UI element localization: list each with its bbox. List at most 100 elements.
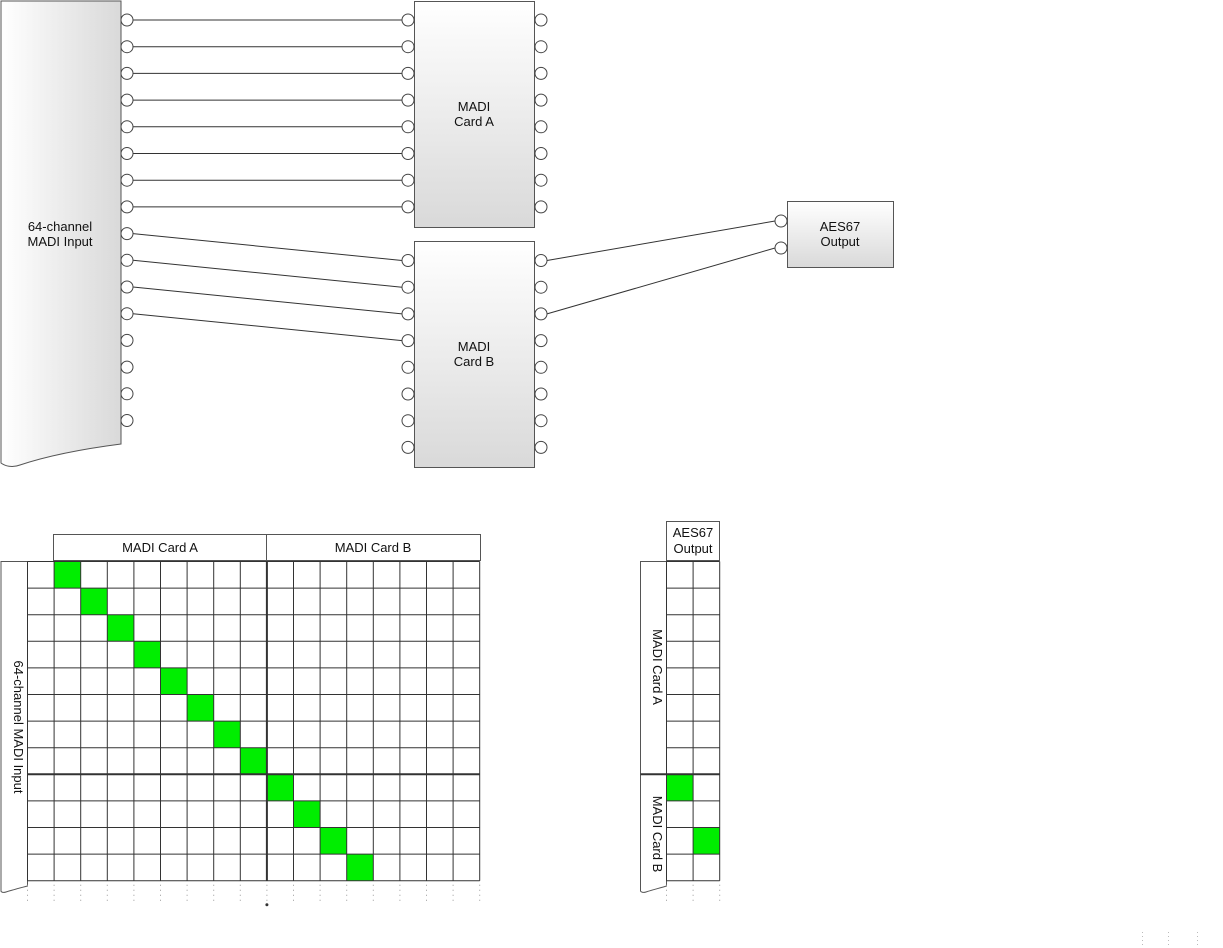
madi-card-a-label-line1: MADI <box>458 99 491 114</box>
madi-card-b-label-line1: MADI <box>458 339 491 354</box>
madi-input-port-13[interactable] <box>120 333 134 347</box>
madi-input-port-1[interactable] <box>120 13 134 27</box>
madi-input-port-3[interactable] <box>120 66 134 80</box>
madi-input-port-4[interactable] <box>120 93 134 107</box>
madi-input-port-8[interactable] <box>120 200 134 214</box>
madi-input-port-16[interactable] <box>120 414 134 427</box>
active-route-cell[interactable] <box>107 614 134 642</box>
output-matrix-grid <box>640 561 721 903</box>
scroll-continuation-marks <box>1142 932 1198 946</box>
madi-card-b-label-line2: Card B <box>454 354 494 369</box>
wire-input-9-to-card-b-1 <box>132 233 403 261</box>
madi-input-port-2[interactable] <box>120 40 134 54</box>
card-b-output-port-2[interactable] <box>534 280 548 294</box>
connection-wires <box>132 19 776 342</box>
ports <box>120 13 788 454</box>
wire-input-10-to-card-b-2 <box>132 259 403 288</box>
card-b-output-port-4[interactable] <box>534 334 548 348</box>
card-a-input-port-5[interactable] <box>401 120 415 134</box>
wire-input-12-to-card-b-4 <box>132 313 403 342</box>
card-b-input-port-2[interactable] <box>401 280 415 294</box>
active-output-route-cell[interactable] <box>693 827 720 855</box>
aes67-output-port-2[interactable] <box>774 241 788 255</box>
output-routing-matrix: AES67 Output MADI Card A MADI Card B <box>640 521 721 903</box>
active-route-cell[interactable] <box>320 827 347 855</box>
aes67-output-port-1[interactable] <box>774 214 788 228</box>
active-route-cell[interactable] <box>80 588 108 615</box>
card-b-input-port-7[interactable] <box>401 414 415 428</box>
madi-card-a-label-line2: Card A <box>454 114 494 129</box>
madi-input-label-line1: 64-channel <box>28 219 92 234</box>
madi-card-a-body <box>414 1 535 228</box>
card-b-output-port-7[interactable] <box>534 414 548 428</box>
header-aes67-output <box>666 521 720 561</box>
madi-input-label-line2: MADI Input <box>27 234 92 249</box>
card-a-input-port-1[interactable] <box>401 13 415 27</box>
madi-card-b-block[interactable]: MADI Card B <box>414 241 535 468</box>
madi-input-port-10[interactable] <box>120 253 134 267</box>
header-aes67-output-line2: Output <box>673 541 712 556</box>
madi-card-b-body <box>414 241 535 468</box>
card-b-output-port-3[interactable] <box>534 307 548 321</box>
divider-end-dot <box>265 903 269 907</box>
card-a-output-port-5[interactable] <box>534 120 548 134</box>
madi-input-port-7[interactable] <box>120 173 134 187</box>
card-a-output-port-6[interactable] <box>534 147 548 160</box>
card-a-input-port-8[interactable] <box>401 200 415 214</box>
row-header-madi-input-label: 64-channel MADI Input <box>11 661 26 794</box>
card-b-output-port-5[interactable] <box>534 360 548 374</box>
card-b-input-port-4[interactable] <box>401 334 415 348</box>
madi-input-port-14[interactable] <box>120 360 134 374</box>
card-a-input-port-2[interactable] <box>401 40 415 54</box>
card-a-output-port-4[interactable] <box>534 93 548 107</box>
card-b-output-port-8[interactable] <box>534 440 548 454</box>
aes67-output-label-line1: AES67 <box>820 219 860 234</box>
card-b-input-port-5[interactable] <box>401 360 415 374</box>
row-header-madi-card-b-label: MADI Card B <box>650 796 665 873</box>
active-route-cell[interactable] <box>187 694 214 722</box>
active-route-cell[interactable] <box>266 774 294 801</box>
active-output-route-cell[interactable] <box>666 774 694 801</box>
card-b-input-port-8[interactable] <box>401 440 415 454</box>
active-route-cell[interactable] <box>346 854 374 881</box>
active-route-cell[interactable] <box>54 561 81 589</box>
card-b-output-port-1[interactable] <box>534 254 548 267</box>
row-header-madi-card-b <box>640 773 667 893</box>
header-madi-card-a-label: MADI Card A <box>122 540 198 555</box>
card-a-input-port-7[interactable] <box>401 173 415 187</box>
card-a-input-port-6[interactable] <box>401 147 415 160</box>
card-a-input-port-4[interactable] <box>401 93 415 107</box>
main-matrix-grid <box>27 561 481 907</box>
madi-input-port-5[interactable] <box>120 120 134 134</box>
card-b-input-port-3[interactable] <box>401 307 415 321</box>
active-route-cell[interactable] <box>240 747 267 775</box>
aes67-output-label-line2: Output <box>820 234 859 249</box>
row-header-madi-input <box>0 561 28 893</box>
active-route-cell[interactable] <box>213 721 241 748</box>
aes67-output-block[interactable]: AES67 Output <box>787 201 894 268</box>
active-route-cell[interactable] <box>293 800 321 828</box>
card-a-output-port-1[interactable] <box>534 13 548 27</box>
madi-input-port-12[interactable] <box>120 307 134 321</box>
madi-input-port-6[interactable] <box>120 147 134 160</box>
card-b-input-port-6[interactable] <box>401 387 415 401</box>
madi-input-port-11[interactable] <box>120 280 134 294</box>
active-route-cell[interactable] <box>133 641 161 668</box>
active-route-cell[interactable] <box>160 667 188 695</box>
madi-input-body <box>0 0 122 467</box>
aes67-output-body <box>787 201 894 268</box>
block-diagram: 64-channel MADI Input MADI Card A MADI C… <box>0 0 894 468</box>
madi-input-port-15[interactable] <box>120 387 134 401</box>
card-a-output-port-2[interactable] <box>534 40 548 54</box>
madi-card-a-block[interactable]: MADI Card A <box>414 1 535 228</box>
wire-input-11-to-card-b-3 <box>132 286 403 315</box>
card-b-output-port-6[interactable] <box>534 387 548 401</box>
madi-input-port-9[interactable] <box>120 227 134 241</box>
card-a-input-port-3[interactable] <box>401 66 415 80</box>
card-a-output-port-7[interactable] <box>534 173 548 187</box>
madi-input-block[interactable]: 64-channel MADI Input <box>0 0 122 467</box>
card-a-output-port-3[interactable] <box>534 66 548 80</box>
card-b-input-port-1[interactable] <box>401 254 415 267</box>
card-a-output-port-8[interactable] <box>534 200 548 214</box>
wire-card-b-3-to-aes67-2 <box>546 247 776 315</box>
